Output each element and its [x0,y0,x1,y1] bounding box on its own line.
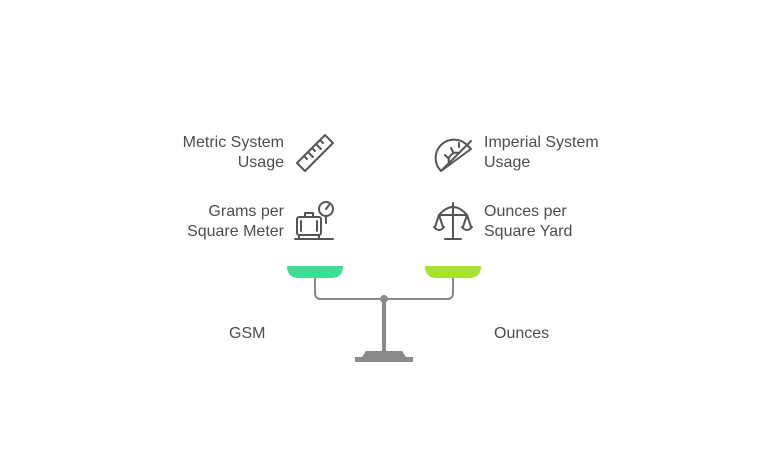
ruler-icon [293,131,337,175]
right-pan [425,266,481,278]
scale-post [382,299,386,351]
left-pan [287,266,343,278]
grams-per-square-meter-label: Grams per Square Meter [187,203,284,240]
scale-base-plate [355,357,413,362]
luggage-scale-icon [293,199,337,243]
balance-icon [431,199,475,243]
ounces-per-square-yard-label: Ounces per Square Yard [484,203,573,240]
imperial-usage-label: Imperial System Usage [484,134,599,171]
protractor-icon [431,131,475,175]
scale-base [362,351,406,357]
ounces-label: Ounces [494,325,550,342]
metric-usage-label: Metric System Usage [182,134,284,171]
gsm-label: GSM [229,325,266,342]
